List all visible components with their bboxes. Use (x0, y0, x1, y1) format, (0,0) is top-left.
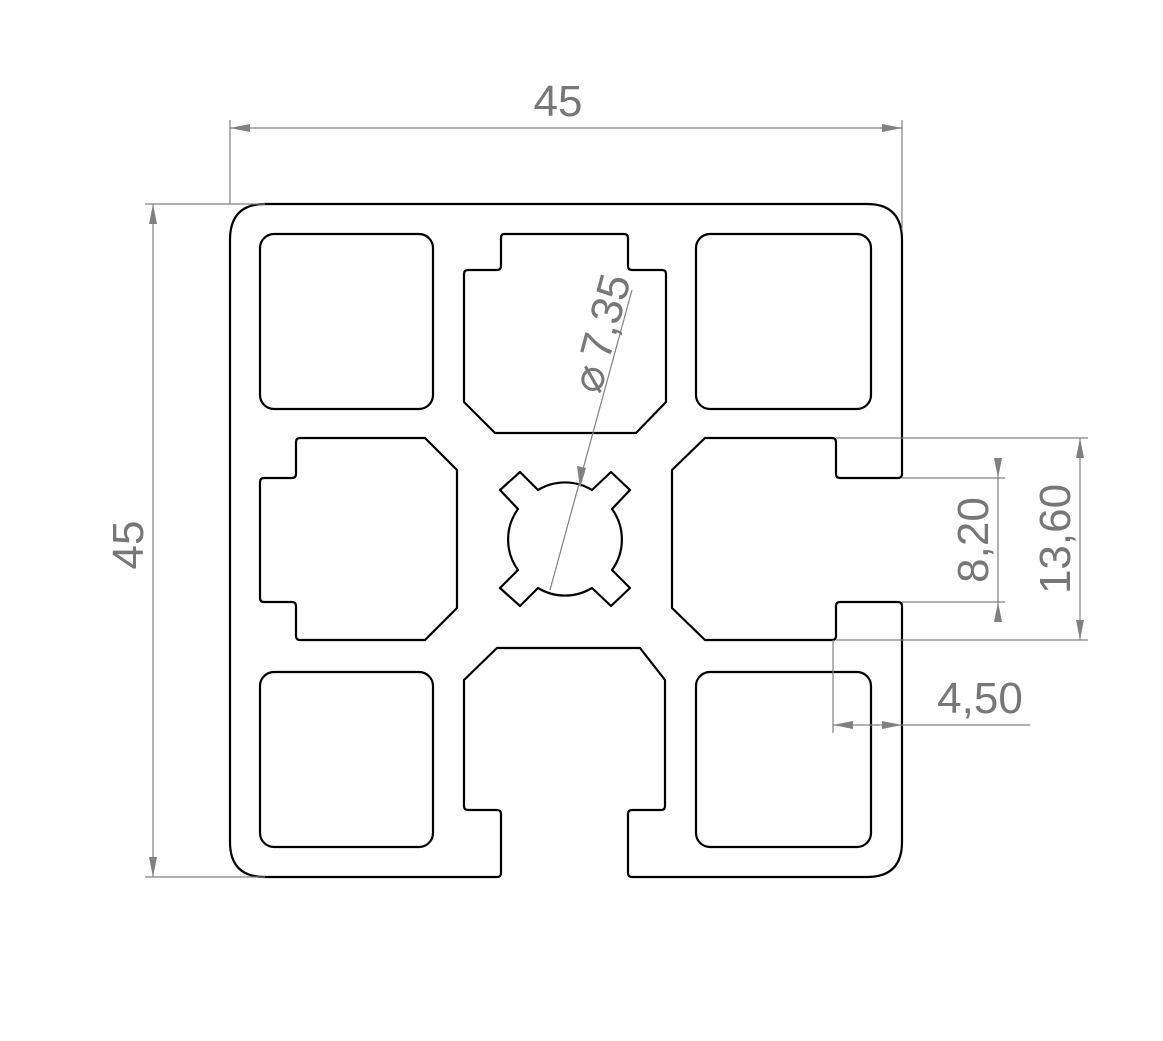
slot-width-label: 13,60 (1031, 484, 1080, 594)
outer-profile (228, 202, 904, 879)
slot-width-dimension: 13,60 (836, 437, 1088, 641)
slot-left (258, 436, 459, 642)
slot-top (462, 232, 668, 435)
height-dimension: 45 (104, 203, 265, 878)
height-label: 45 (104, 521, 153, 570)
width-dimension: 45 (229, 77, 903, 230)
slot-lip-dimension: 4,50 (832, 640, 1030, 733)
slot-opening-dimension: 8,20 (902, 458, 1005, 622)
cavity-bottom-right (694, 670, 873, 849)
cavity-top-left (258, 232, 435, 411)
diameter-label: 7,35 (571, 269, 640, 364)
slot-lip-label: 4,50 (937, 674, 1023, 723)
cavity-top-right (694, 232, 873, 411)
slot-opening-label: 8,20 (949, 497, 998, 583)
center-bore (498, 470, 632, 608)
width-label: 45 (534, 77, 583, 126)
svg-text:⌀7,35: ⌀7,35 (562, 269, 640, 398)
diameter-dimension: ⌀7,35 (549, 269, 641, 591)
diameter-symbol: ⌀ (562, 359, 616, 397)
cavity-bottom-left (258, 670, 435, 849)
